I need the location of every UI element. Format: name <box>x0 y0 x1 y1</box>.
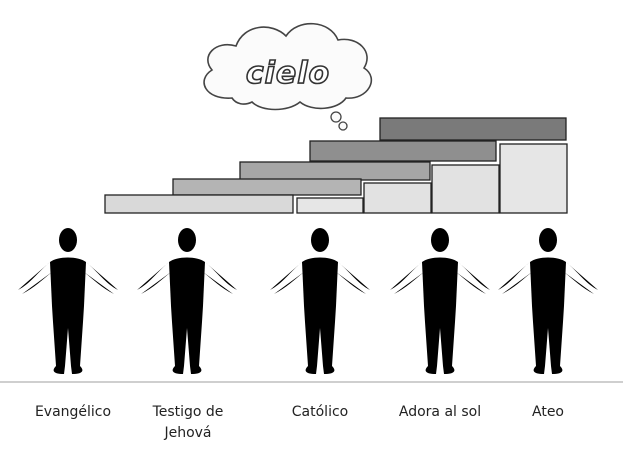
cloud-text: cielo <box>246 56 330 91</box>
step-bar-4 <box>309 140 497 162</box>
person-figure-3 <box>261 228 379 374</box>
step-bar-5 <box>379 117 567 141</box>
thought-bubble-tiny <box>338 121 348 131</box>
stair-block-3 <box>431 164 500 214</box>
stair-block-2 <box>363 182 432 214</box>
label-ateo: Ateo <box>532 404 564 420</box>
stair-block-4 <box>499 143 568 214</box>
cloud-shape <box>203 22 373 111</box>
person-figure-5 <box>489 228 607 374</box>
label-testigo: Testigo de Jehová <box>152 404 224 441</box>
label-catolico: Católico <box>291 404 349 420</box>
label-adora: Adora al sol <box>398 404 482 420</box>
step-bar-2 <box>172 178 362 196</box>
person-figure-1 <box>9 228 127 374</box>
person-figure-2 <box>128 228 246 374</box>
thought-cloud: cielo <box>203 22 373 131</box>
stair-block-1 <box>296 197 364 214</box>
step-bar-1 <box>104 194 294 214</box>
thought-bubble-small <box>330 111 342 123</box>
label-evangelico: Evangélico <box>34 404 112 420</box>
step-bar-3 <box>239 161 431 181</box>
person-figure-4 <box>381 228 499 374</box>
